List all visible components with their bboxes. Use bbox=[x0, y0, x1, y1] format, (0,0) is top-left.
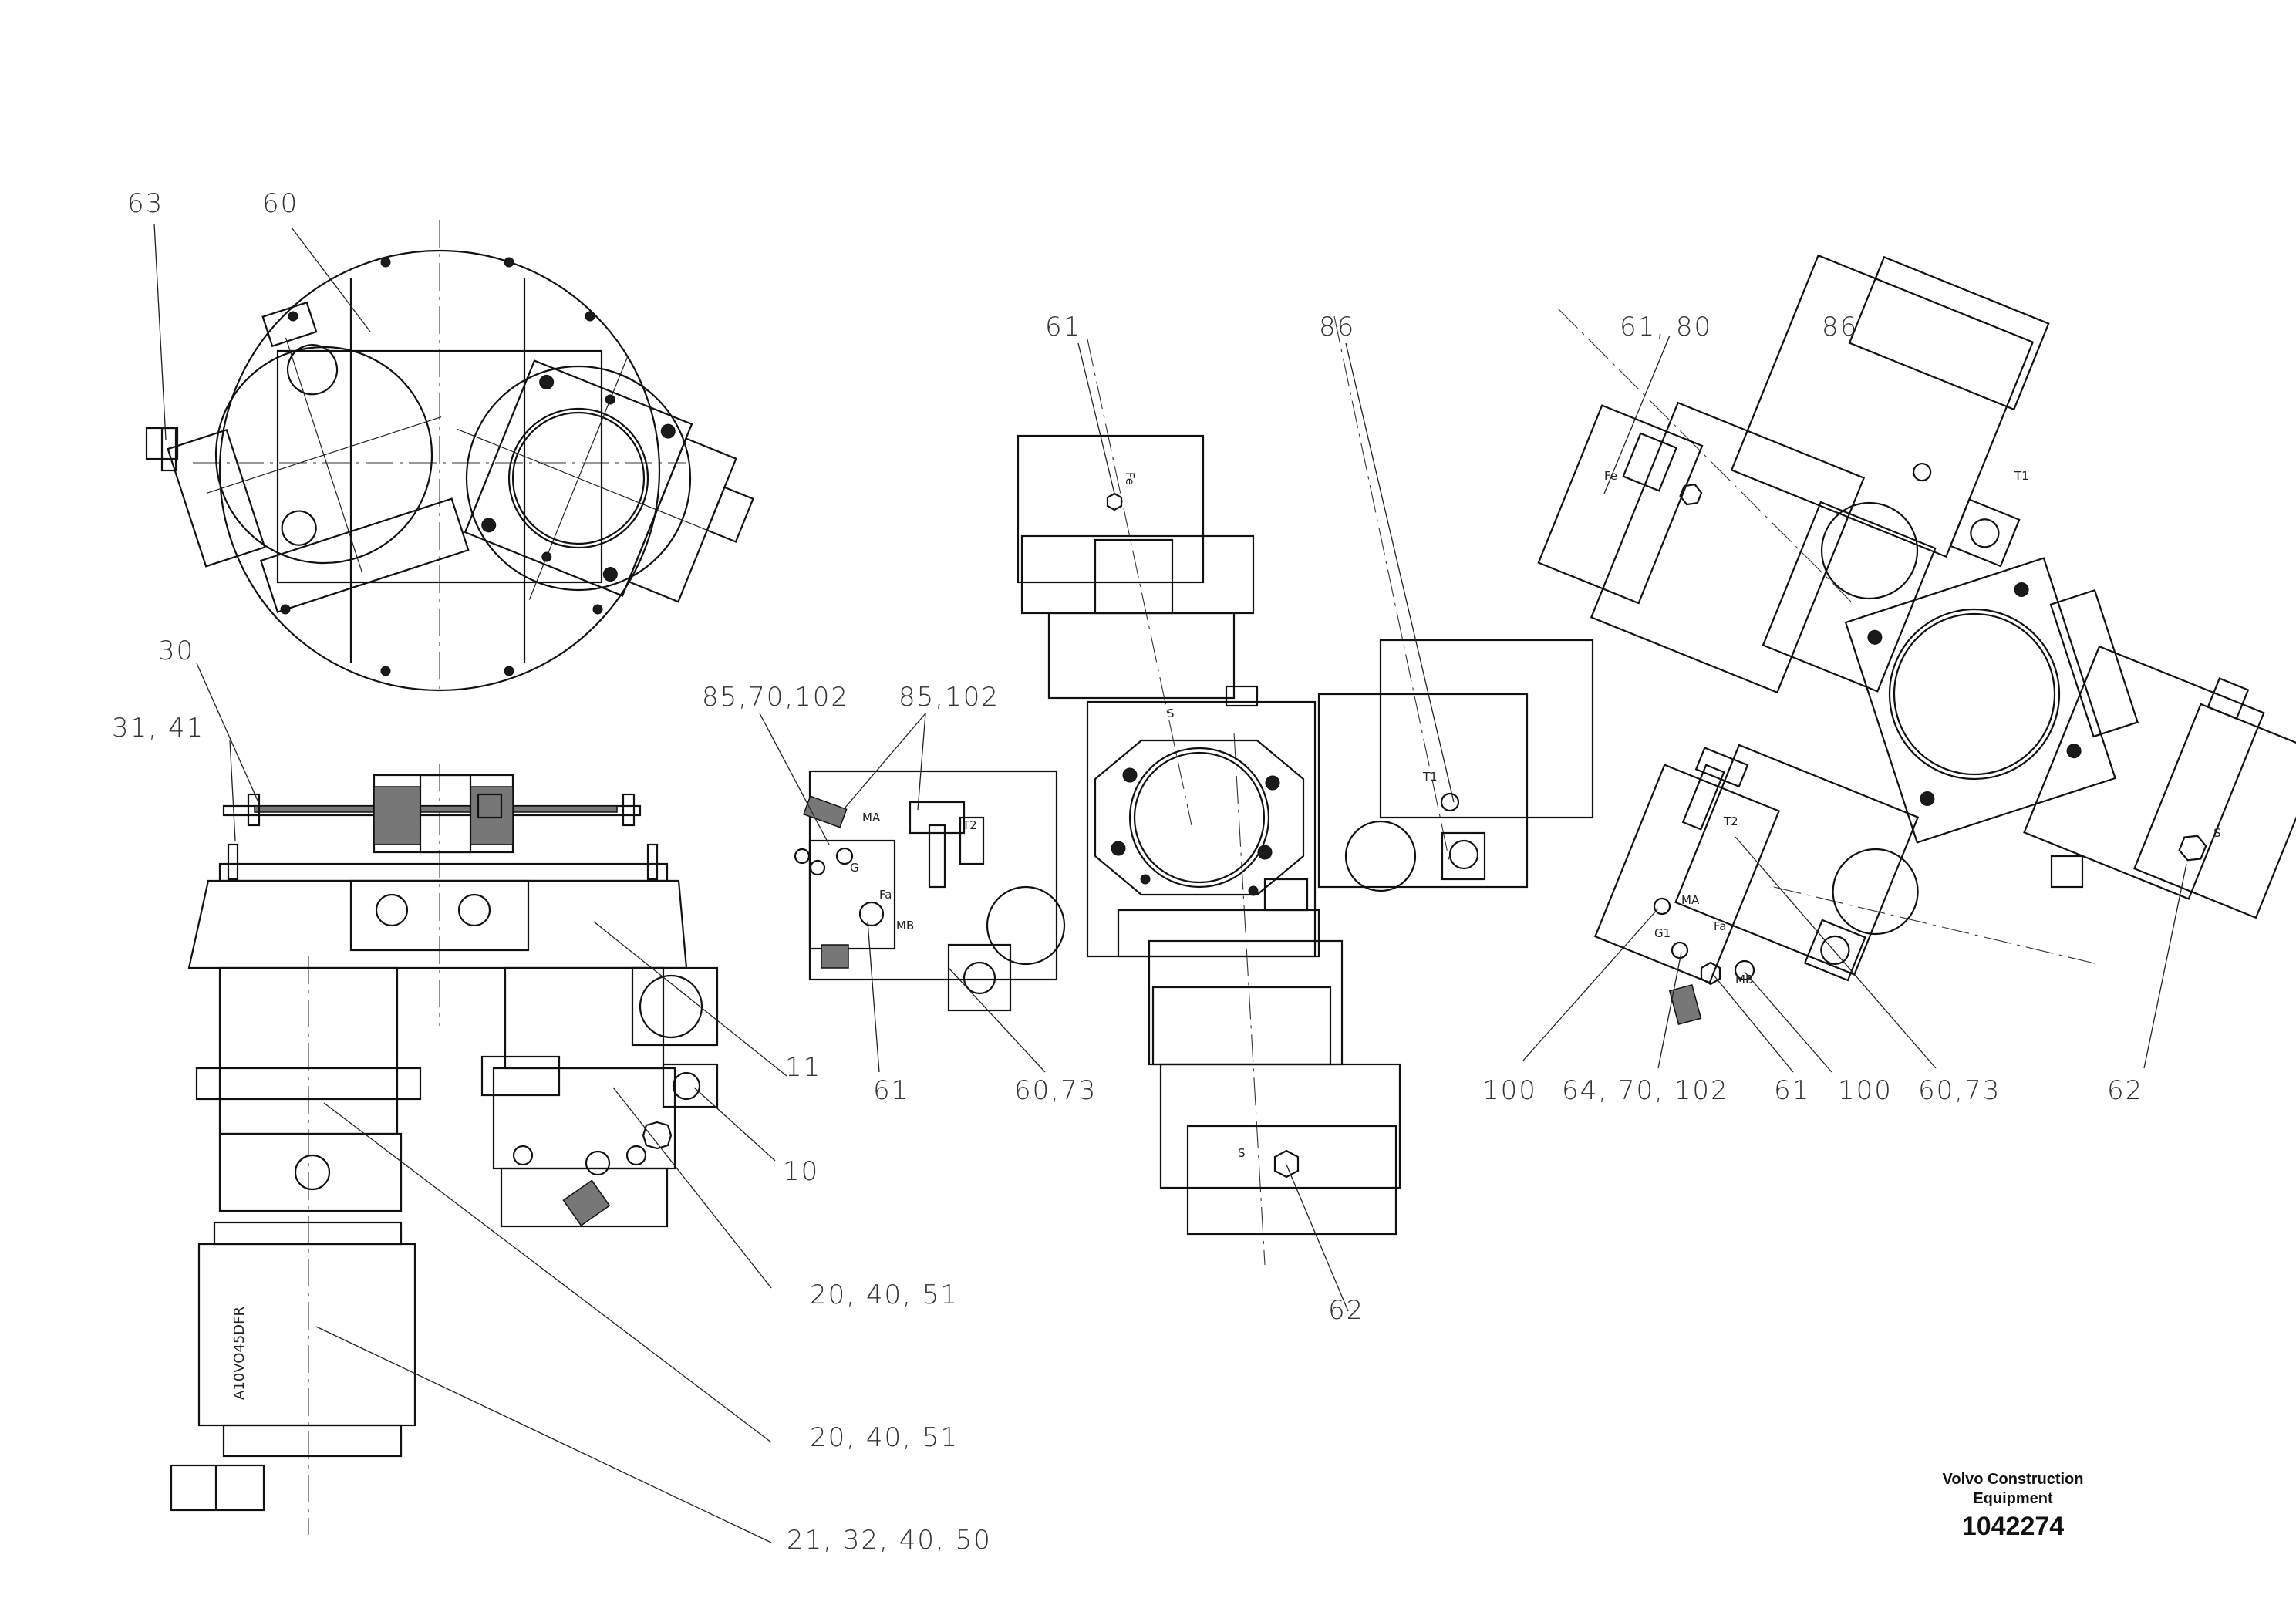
callout-label: 62 bbox=[1328, 1295, 1364, 1326]
port-label: T2 bbox=[1723, 814, 1738, 828]
title-block: Volvo Construction Equipment 1042274 bbox=[1905, 1470, 2121, 1542]
pump-plan-view bbox=[145, 220, 754, 694]
callout-label: 21, 32, 40, 50 bbox=[787, 1525, 992, 1556]
port-label: MA bbox=[862, 811, 881, 824]
callout-label: 20, 40, 51 bbox=[810, 1422, 959, 1453]
pump-exploded-view-right bbox=[1537, 254, 2296, 1026]
port-label: Fa bbox=[879, 888, 892, 902]
port-label: T1 bbox=[1422, 770, 1438, 784]
callout-label: 61 bbox=[873, 1075, 909, 1106]
callout-label: 85,102 bbox=[899, 682, 1000, 713]
callout-label: 30 bbox=[158, 636, 194, 666]
callout-label: 64, 70, 102 bbox=[1562, 1075, 1729, 1106]
pump-exploded-view-middle bbox=[794, 315, 1594, 1266]
callout-label: 60,73 bbox=[1014, 1075, 1097, 1106]
callout-label: 100 bbox=[1838, 1075, 1893, 1106]
callout-label: 86 bbox=[1319, 312, 1355, 342]
leader-lines bbox=[153, 223, 2187, 1543]
port-label: Fe bbox=[1123, 472, 1137, 485]
callouts: 63 60 30 31, 41 85,70,102 85,102 61 86 6… bbox=[112, 188, 2143, 1556]
port-label: T1 bbox=[2014, 469, 2029, 483]
callout-label: 61 bbox=[1774, 1075, 1810, 1106]
port-label: MB bbox=[896, 919, 914, 932]
company-name: Volvo Construction Equipment bbox=[1942, 1471, 2084, 1507]
port-label: Fa bbox=[1714, 919, 1726, 933]
port-labels: MA G Fa MB T2 S Fe T1 S Fe T1 S T2 MA G1… bbox=[850, 469, 2221, 1160]
callout-label: 11 bbox=[785, 1052, 821, 1083]
port-label: G1 bbox=[1654, 926, 1671, 940]
port-label: T2 bbox=[962, 818, 977, 832]
pump-side-view: A10VO45DFR bbox=[170, 764, 719, 1535]
callout-label: 86 bbox=[1822, 312, 1858, 342]
callout-label: 60,73 bbox=[1918, 1075, 2001, 1106]
callout-label: 100 bbox=[1482, 1075, 1537, 1106]
callout-label: 61 bbox=[1045, 312, 1081, 342]
drawing-number: 1042274 bbox=[1961, 1512, 2065, 1541]
callout-label: 61, 80 bbox=[1620, 312, 1712, 342]
port-label: G bbox=[850, 861, 859, 875]
callout-label: 31, 41 bbox=[112, 713, 204, 744]
port-label: S bbox=[1167, 706, 1175, 720]
callout-label: 20, 40, 51 bbox=[810, 1280, 959, 1310]
port-label: Fe bbox=[1604, 469, 1617, 483]
port-label: S bbox=[1238, 1146, 1246, 1160]
callout-label: 62 bbox=[2107, 1075, 2143, 1106]
callout-label: 60 bbox=[262, 188, 298, 219]
port-label: MB bbox=[1735, 973, 1753, 986]
callout-label: 85,70,102 bbox=[702, 682, 849, 713]
callout-label: 10 bbox=[783, 1156, 819, 1187]
port-label: S bbox=[2213, 826, 2221, 840]
engraved-model-text: A10VO45DFR bbox=[231, 1307, 248, 1400]
port-label: MA bbox=[1681, 893, 1700, 907]
callout-label: 63 bbox=[127, 188, 164, 219]
